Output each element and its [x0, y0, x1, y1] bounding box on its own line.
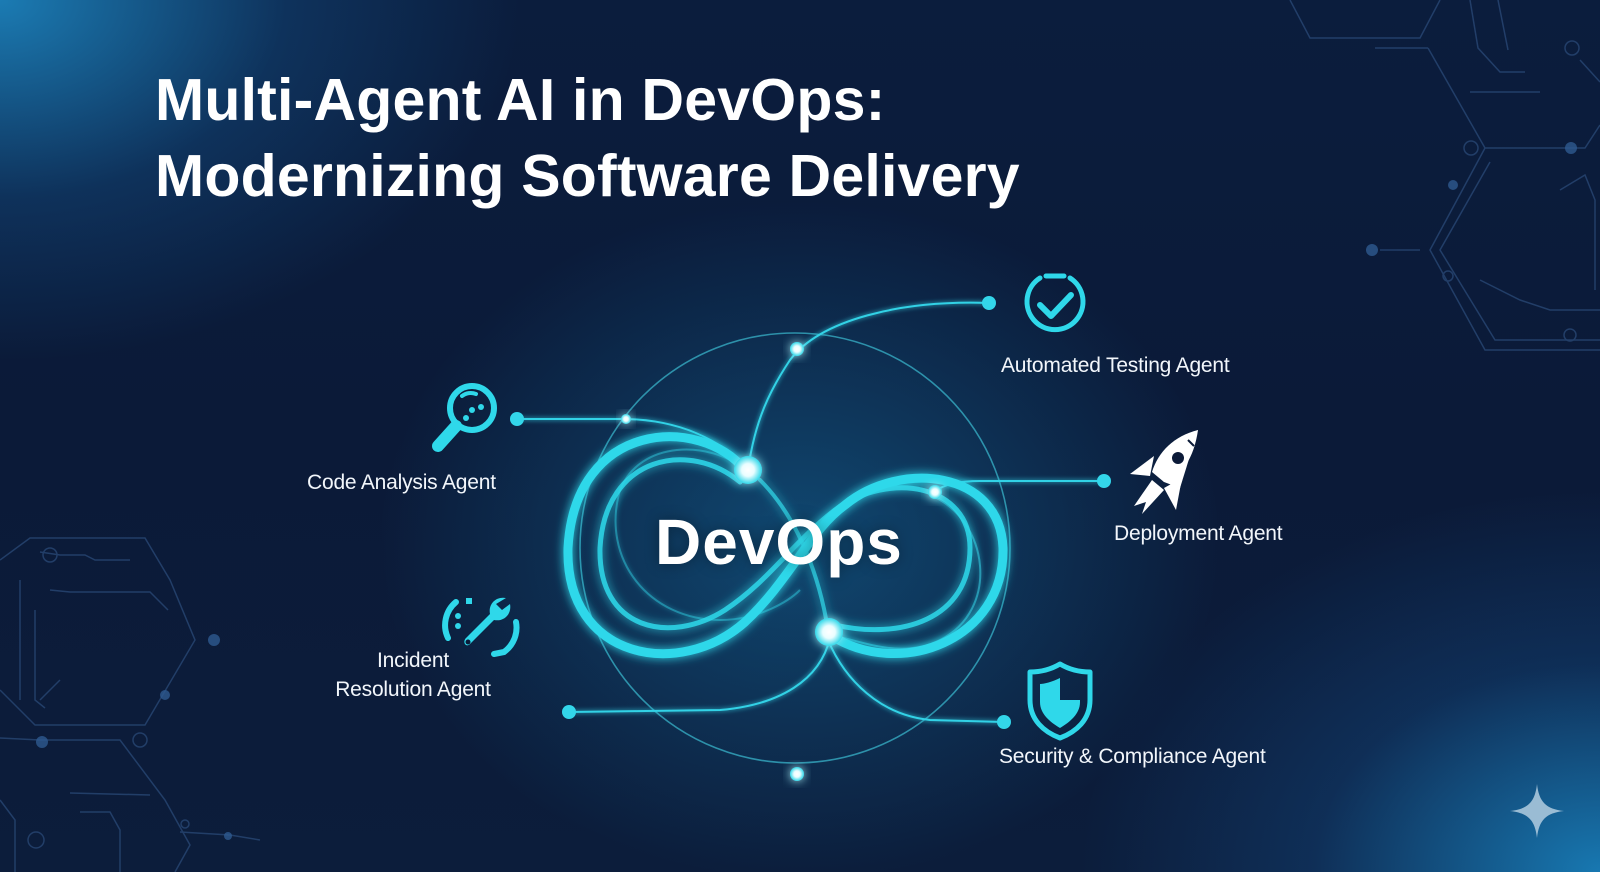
shield-icon	[1027, 661, 1093, 741]
check-circle-icon	[1024, 273, 1086, 333]
magnifier-icon	[432, 383, 497, 452]
agent-label-incident-line2: Resolution Agent	[335, 678, 491, 701]
title-line-1: Multi-Agent AI in DevOps:	[155, 67, 886, 133]
agent-label-incident-resolution: Incident Resolution Agent	[318, 646, 508, 704]
title-line-2: Modernizing Software Delivery	[155, 143, 1020, 209]
devops-center-label: DevOps	[655, 506, 903, 578]
wrench-icon	[442, 597, 520, 657]
infinity-loop	[563, 432, 1008, 658]
agent-label-code-analysis: Code Analysis Agent	[307, 471, 496, 494]
endpoint-dots	[510, 296, 1111, 729]
agent-label-security-compliance: Security & Compliance Agent	[999, 745, 1266, 768]
sparkle-icon	[1510, 784, 1564, 838]
agent-label-automated-testing: Automated Testing Agent	[1001, 354, 1230, 377]
agent-label-incident-line1: Incident	[377, 649, 449, 672]
page-title: Multi-Agent AI in DevOps: Modernizing So…	[155, 62, 1020, 214]
outer-orbit	[579, 332, 1011, 764]
rocket-icon	[1130, 430, 1198, 514]
glow-nodes	[621, 342, 942, 781]
agent-label-deployment: Deployment Agent	[1114, 522, 1283, 545]
